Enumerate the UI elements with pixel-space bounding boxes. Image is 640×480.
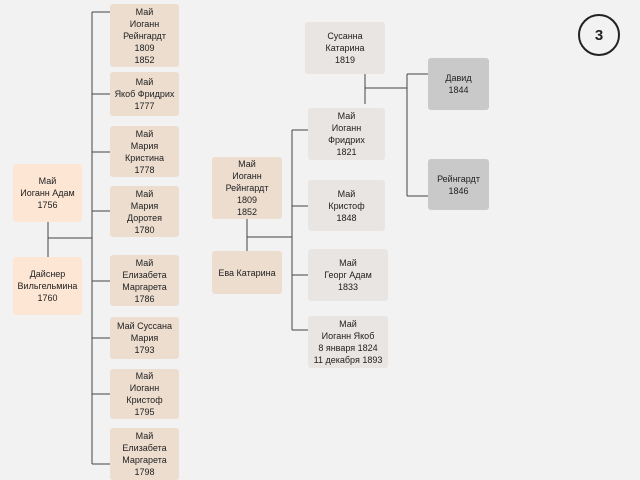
grandchild-box: Май Георг Адам 1833: [308, 249, 388, 301]
child-box: Май Елизабета Маргарета 1798: [110, 428, 179, 480]
grandchild-box: Май Кристоф 1848: [308, 180, 385, 231]
person-mai-johann-adam: Май Иоганн Адам 1756: [13, 164, 82, 222]
child-box: Май Елизабета Маргарета 1786: [110, 255, 179, 306]
person-susanna-katharina: Сусанна Катарина 1819: [305, 22, 385, 74]
child-box: Май Мария Доротея 1780: [110, 186, 179, 237]
person-mai-johann-reinhardt: Май Иоганн Рейнгардт 1809 1852: [212, 157, 282, 219]
person-eva-katharina: Ева Катарина: [212, 251, 282, 294]
child-box: Май Иоганн Кристоф 1795: [110, 369, 179, 419]
child-box: Май Суссана Мария 1793: [110, 317, 179, 359]
grandchild-box: Май Иоганн Фридрих 1821: [308, 108, 385, 160]
great-grandchild-box: Рейнгардт 1846: [428, 159, 489, 210]
grandchild-box: Май Иоганн Якоб 8 января 1824 11 декабря…: [308, 316, 388, 368]
page-number-badge: 3: [578, 14, 620, 56]
person-daisner-wilhelmina: Дайснер Вильгельмина 1760: [13, 257, 82, 315]
child-box: Май Якоб Фридрих 1777: [110, 72, 179, 116]
child-box: Май Иоганн Рейнгардт 1809 1852: [110, 4, 179, 67]
page-number: 3: [594, 26, 604, 44]
child-box: Май Мария Кристина 1778: [110, 126, 179, 177]
great-grandchild-box: Давид 1844: [428, 58, 489, 110]
